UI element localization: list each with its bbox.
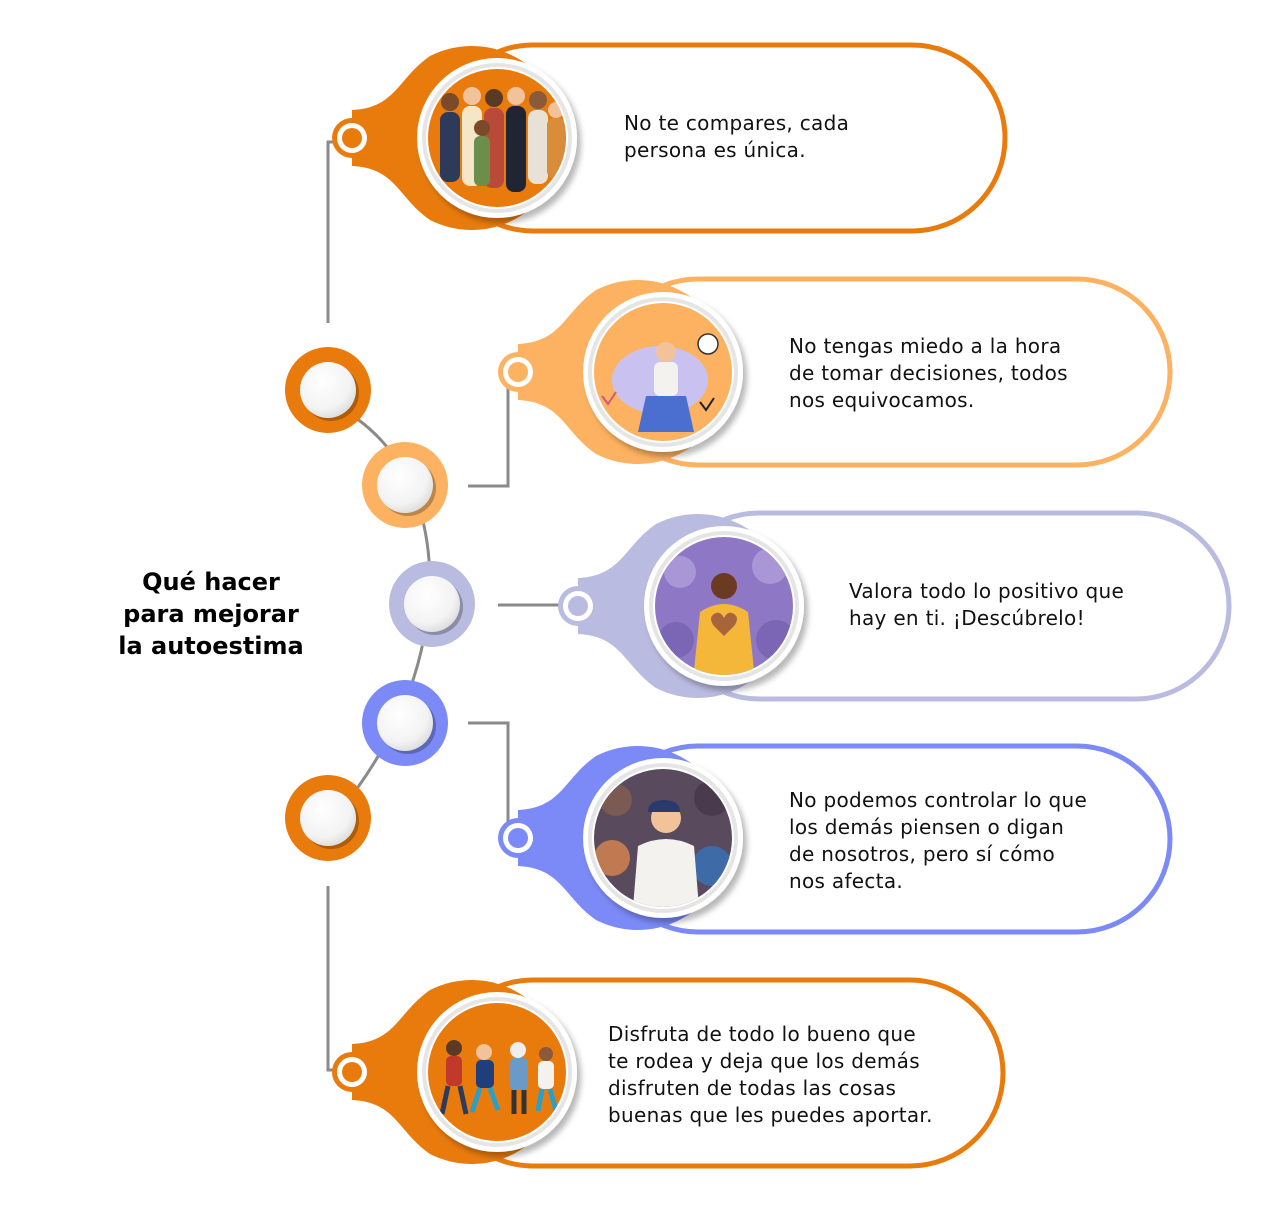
man-in-crowd-icon bbox=[594, 769, 732, 907]
card-3 bbox=[558, 510, 1232, 702]
timeline-knobs bbox=[285, 347, 475, 861]
card-5-text: Disfruta de todo lo bueno que te rodea y… bbox=[608, 1021, 933, 1129]
card-3-text: Valora todo lo positivo que hay en ti. ¡… bbox=[849, 578, 1124, 632]
card-5 bbox=[332, 977, 1006, 1169]
knob-5 bbox=[285, 775, 371, 861]
card-3-line-1: Valora todo lo positivo que bbox=[849, 579, 1125, 603]
card-2-line-3: nos equivocamos. bbox=[789, 388, 975, 412]
connector-1 bbox=[326, 140, 338, 323]
card-4-text: No podemos controlar lo que los demás pi… bbox=[789, 787, 1087, 895]
woman-with-lightbulb-icon bbox=[594, 303, 732, 441]
knob-3 bbox=[389, 561, 475, 647]
diagram-title: Qué hacer para mejorar la autoestima bbox=[96, 566, 326, 662]
connector-2 bbox=[468, 370, 510, 488]
card-4-line-3: de nosotros, pero sí cómo bbox=[789, 842, 1056, 866]
card-3-line-2: hay en ti. ¡Descúbrelo! bbox=[849, 606, 1085, 630]
title-line-1: Qué hacer bbox=[142, 568, 280, 596]
card-5-line-2: te rodea y deja que los demás bbox=[608, 1049, 920, 1073]
card-1-text: No te compares, cada persona es única. bbox=[624, 110, 849, 164]
connector-4 bbox=[468, 721, 510, 840]
card-2-line-1: No tengas miedo a la hora bbox=[789, 334, 1062, 358]
card-4-line-2: los demás piensen o digan bbox=[789, 815, 1065, 839]
title-line-3: la autoestima bbox=[118, 632, 304, 660]
card-5-line-4: buenas que les puedes aportar. bbox=[608, 1103, 933, 1127]
woman-making-heart-hands-icon bbox=[655, 537, 793, 675]
card-2 bbox=[498, 276, 1173, 468]
connector-5 bbox=[326, 886, 338, 1072]
card-2-text: No tengas miedo a la hora de tomar decis… bbox=[789, 333, 1068, 414]
people-celebrating-icon bbox=[428, 1003, 566, 1141]
card-1-line-2: persona es única. bbox=[624, 138, 806, 162]
title-line-2: para mejorar bbox=[123, 600, 299, 628]
knob-2 bbox=[362, 442, 448, 528]
group-of-diverse-people-icon bbox=[428, 69, 566, 207]
card-4-line-4: nos afecta. bbox=[789, 869, 904, 893]
card-5-line-3: disfruten de todas las cosas bbox=[608, 1076, 897, 1100]
card-4-line-1: No podemos controlar lo que bbox=[789, 788, 1088, 812]
card-1-line-1: No te compares, cada bbox=[624, 111, 850, 135]
knob-4 bbox=[362, 680, 448, 766]
knob-1 bbox=[285, 347, 371, 433]
card-4 bbox=[498, 743, 1173, 935]
card-5-line-1: Disfruta de todo lo bueno que bbox=[608, 1022, 916, 1046]
card-2-line-2: de tomar decisiones, todos bbox=[789, 361, 1068, 385]
card-1 bbox=[332, 42, 1008, 234]
